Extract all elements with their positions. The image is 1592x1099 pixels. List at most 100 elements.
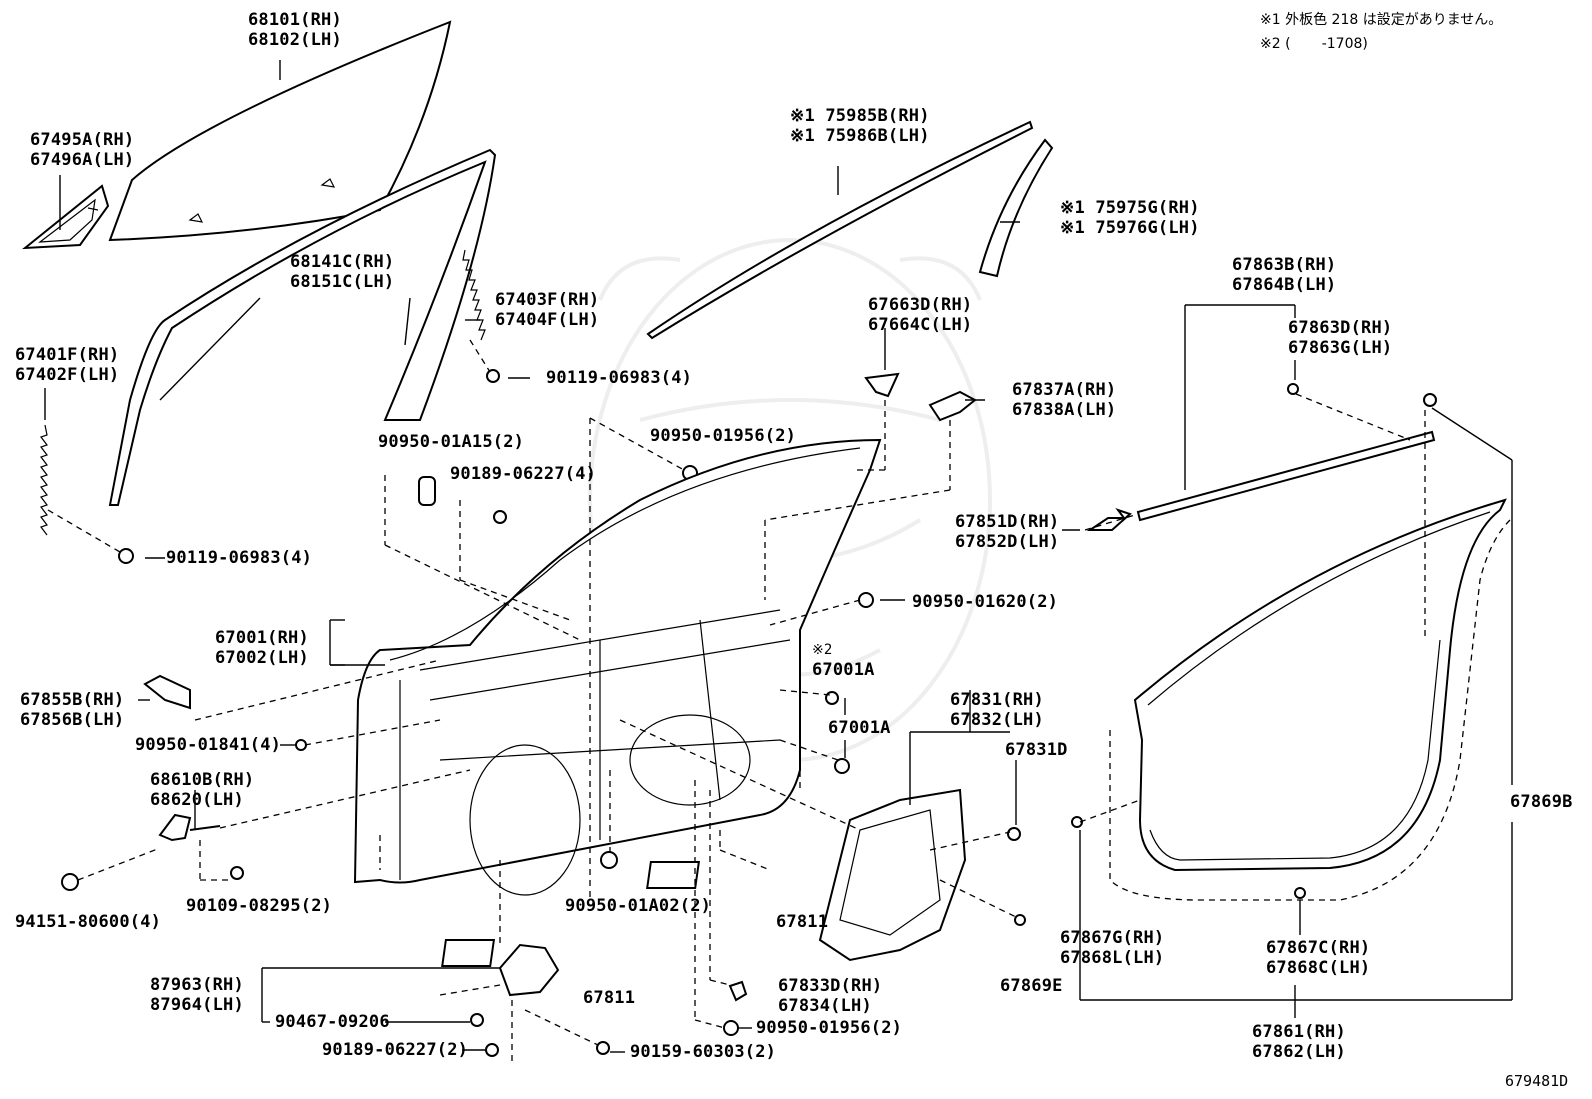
part-number-lh: 68102(LH) xyxy=(248,30,342,50)
label-67863d[interactable]: 67863D(RH)67863G(LH) xyxy=(1288,318,1392,358)
part-number: 90950-01956(2) xyxy=(650,426,797,446)
label-67811[interactable]: 67811 xyxy=(776,912,828,932)
part-number: 90119-06983(4) xyxy=(166,548,313,568)
part-number-rh: 68101(RH) xyxy=(248,10,342,30)
part-number-rh: 87963(RH) xyxy=(150,975,244,995)
part-number-rh: 67663D(RH) xyxy=(868,295,973,315)
part-number-rh: 67867C(RH) xyxy=(1266,938,1371,958)
label-67811-lower[interactable]: 67811 xyxy=(583,988,635,1008)
part-number-lh: 67834(LH) xyxy=(778,996,872,1016)
part-number-lh: 67838A(LH) xyxy=(1012,400,1117,420)
grommet-90950-01a15 xyxy=(418,476,436,506)
part-number-lh: 67404F(LH) xyxy=(495,310,600,330)
label-90109[interactable]: 90109-08295(2) xyxy=(186,896,332,916)
leader-lines xyxy=(44,60,1513,1053)
door-weatherstrip xyxy=(1133,498,1507,872)
label-68101[interactable]: 68101(RH)68102(LH) xyxy=(248,10,342,50)
label-90950-01956-upper[interactable]: 90950-01956(2) xyxy=(650,426,796,446)
label-67001[interactable]: 67001(RH)67002(LH) xyxy=(215,628,309,668)
label-68141[interactable]: 68141C(RH)68151C(LH) xyxy=(290,252,394,292)
label-67837[interactable]: 67837A(RH)67838A(LH) xyxy=(1012,380,1116,420)
part-number: 90109-08295(2) xyxy=(186,896,333,916)
label-67861[interactable]: 67861(RH)67862(LH) xyxy=(1252,1022,1346,1062)
label-75975[interactable]: ※1 75975G(RH)※1 75976G(LH) xyxy=(1060,198,1200,238)
label-67851[interactable]: 67851D(RH)67852D(LH) xyxy=(955,512,1059,552)
label-90119-lower[interactable]: 90119-06983(4) xyxy=(166,548,312,568)
part-number-rh: 67867G(RH) xyxy=(1060,928,1165,948)
label-67867g[interactable]: 67867G(RH)67868L(LH) xyxy=(1060,928,1164,968)
part-number-lh: 67496A(LH) xyxy=(30,150,135,170)
note-marker: ※2 xyxy=(812,642,833,658)
note-2: ※2 ( -1708) xyxy=(1260,36,1368,52)
part-number-lh: 67868C(LH) xyxy=(1266,958,1371,978)
part-67663 xyxy=(864,372,900,398)
part-number-lh: 67868L(LH) xyxy=(1060,948,1165,968)
part-number-lh: 68620(LH) xyxy=(150,790,244,810)
pad-67811 xyxy=(646,861,700,889)
label-90159[interactable]: 90159-60303(2) xyxy=(630,1042,776,1062)
glass-run-channel xyxy=(108,148,497,506)
part-number-rh: ※1 75975G(RH) xyxy=(1060,198,1200,218)
part-number-rh: 67833D(RH) xyxy=(778,976,883,996)
label-90189-lower[interactable]: 90189-06227(2) xyxy=(322,1040,468,1060)
part-number: 67869B xyxy=(1510,792,1573,812)
clip-67833 xyxy=(728,980,748,1002)
part-number: 90189-06227(4) xyxy=(450,464,597,484)
label-67403[interactable]: 67403F(RH)67404F(LH) xyxy=(495,290,599,330)
part-number: 90950-01956(2) xyxy=(756,1018,903,1038)
label-90950-01620[interactable]: 90950-01620(2) xyxy=(912,592,1058,612)
label-90950-01a15[interactable]: 90950-01A15(2) xyxy=(378,432,524,452)
figure-id: 679481D xyxy=(1505,1072,1569,1090)
label-75985[interactable]: ※1 75985B(RH)※1 75986B(LH) xyxy=(790,106,930,146)
label-90950-01841[interactable]: 90950-01841(4) xyxy=(135,735,281,755)
part-number: 90950-01A15(2) xyxy=(378,432,525,452)
pillar-garnish-75975 xyxy=(978,138,1054,278)
part-number-rh: 67837A(RH) xyxy=(1012,380,1117,400)
label-67401[interactable]: 67401F(RH)67402F(LH) xyxy=(15,345,119,385)
label-90119-upper[interactable]: 90119-06983(4) xyxy=(546,368,692,388)
label-67001a-lower[interactable]: 67001A xyxy=(828,718,891,738)
label-90950-01956-lower[interactable]: 90950-01956(2) xyxy=(756,1018,902,1038)
label-67663[interactable]: 67663D(RH)67664C(LH) xyxy=(868,295,972,335)
seal-strip-67401 xyxy=(40,424,48,536)
label-67833[interactable]: 67833D(RH)67834(LH) xyxy=(778,976,882,1016)
part-number: 94151-80600(4) xyxy=(15,912,162,932)
part-number: 90950-01620(2) xyxy=(912,592,1059,612)
label-67855[interactable]: 67855B(RH)67856B(LH) xyxy=(20,690,124,730)
label-90950-01a02[interactable]: 90950-01A02(2) xyxy=(565,896,711,916)
label-67863b[interactable]: 67863B(RH)67864B(LH) xyxy=(1232,255,1336,295)
lock-87963 xyxy=(498,943,560,997)
label-90467[interactable]: 90467-09206 xyxy=(275,1012,390,1032)
part-number: 67869E xyxy=(1000,976,1063,996)
part-number-lh: 67852D(LH) xyxy=(955,532,1060,552)
label-67831[interactable]: 67831(RH)67832(LH) xyxy=(950,690,1044,730)
label-67495[interactable]: 67495A(RH)67496A(LH) xyxy=(30,130,134,170)
label-90189-upper[interactable]: 90189-06227(4) xyxy=(450,464,596,484)
door-glass xyxy=(108,20,452,242)
seal-strip-67403 xyxy=(462,249,486,341)
label-67001a-upper[interactable]: ※2 67001A xyxy=(812,640,875,680)
label-67869e[interactable]: 67869E xyxy=(1000,976,1063,996)
part-number-rh: 67861(RH) xyxy=(1252,1022,1346,1042)
label-94151[interactable]: 94151-80600(4) xyxy=(15,912,161,932)
part-number-rh: 67403F(RH) xyxy=(495,290,600,310)
part-number: 67001A xyxy=(812,660,875,680)
part-number-rh: 67001(RH) xyxy=(215,628,309,648)
label-67869b[interactable]: 67869B xyxy=(1510,792,1573,812)
part-number-rh: 67401F(RH) xyxy=(15,345,120,365)
part-number-lh: ※1 75986B(LH) xyxy=(790,126,930,146)
part-number: 90950-01A02(2) xyxy=(565,896,712,916)
part-number-rh: 67855B(RH) xyxy=(20,690,125,710)
part-number: 67001A xyxy=(828,718,891,738)
part-number-lh: 67402F(LH) xyxy=(15,365,120,385)
door-frame xyxy=(353,438,882,896)
stopper-67855 xyxy=(143,674,191,710)
label-87963[interactable]: 87963(RH)87964(LH) xyxy=(150,975,244,1015)
part-number: 67811 xyxy=(776,912,829,932)
corner-piece xyxy=(21,184,110,250)
label-67867c[interactable]: 67867C(RH)67868C(LH) xyxy=(1266,938,1370,978)
belt-molding-75985 xyxy=(646,120,1034,340)
part-number: 67811 xyxy=(583,988,636,1008)
label-68610[interactable]: 68610B(RH)68620(LH) xyxy=(150,770,254,810)
label-67831d[interactable]: 67831D xyxy=(1005,740,1068,760)
